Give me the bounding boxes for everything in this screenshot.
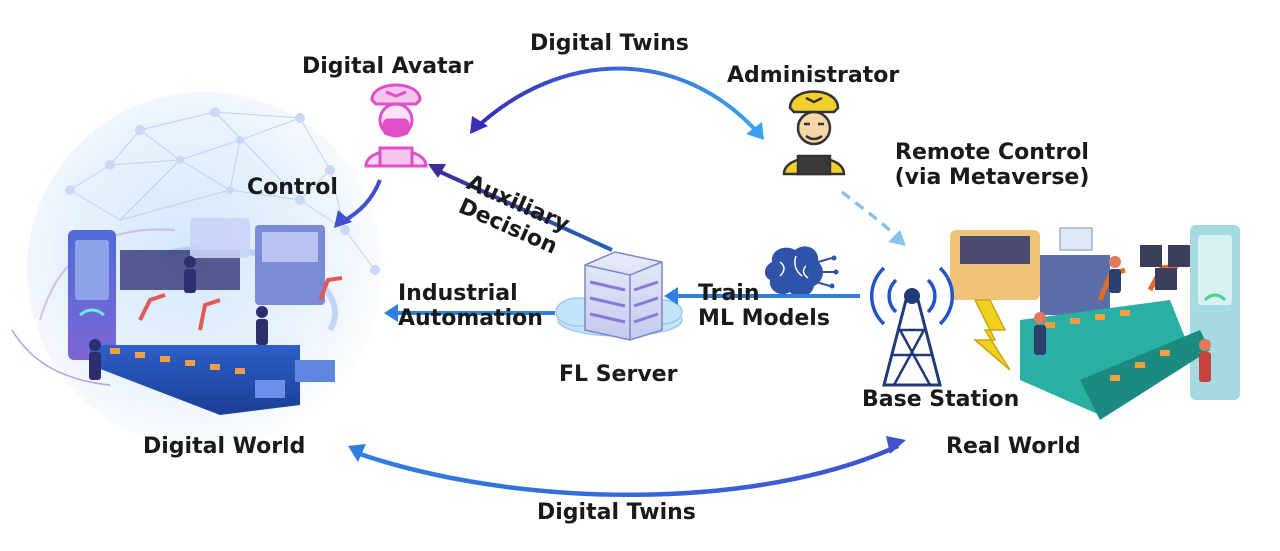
control-label: Control (247, 175, 338, 200)
fl-server-icon (555, 251, 683, 341)
fl-server-label: FL Server (559, 362, 678, 387)
digital-avatar-label: Digital Avatar (302, 54, 474, 79)
real-world-label: Real World (946, 434, 1081, 459)
digital-world-illustration (11, 92, 383, 448)
remote-control-label: Remote Control (via Metaverse) (890, 140, 1094, 191)
remote-control-line2: (via Metaverse) (894, 165, 1090, 191)
auxiliary-decision-arrow (435, 168, 613, 252)
administrator-icon (782, 90, 846, 176)
industrial-line2: Automation (398, 306, 543, 332)
digital-twins-top-arrow (474, 66, 762, 137)
real-world-illustration (950, 225, 1240, 420)
digital-world-label: Digital World (143, 434, 306, 459)
remote-control-line1: Remote Control (895, 140, 1089, 165)
industrial-automation-label: Industrial Automation (398, 281, 543, 332)
train-line2: ML Models (698, 306, 830, 332)
lightning-icon (972, 299, 1011, 371)
brain-icon (764, 246, 839, 297)
base-station-icon (870, 266, 954, 387)
train-ml-models-label: Train ML Models (692, 281, 836, 332)
digital-twins-bottom-arrow (353, 443, 899, 497)
train-line1: Train (698, 281, 760, 306)
base-station-label: Base Station (862, 387, 1020, 412)
industrial-line1: Industrial (398, 281, 518, 306)
remote-control-arrow (840, 190, 900, 240)
digital-twins-bottom-label: Digital Twins (537, 500, 696, 525)
administrator-label: Administrator (727, 63, 900, 88)
digital-avatar-icon (364, 83, 428, 168)
arrowhead-right-icon (746, 122, 764, 140)
digital-twins-top-label: Digital Twins (530, 31, 689, 56)
arrowhead-left-icon (470, 116, 488, 134)
